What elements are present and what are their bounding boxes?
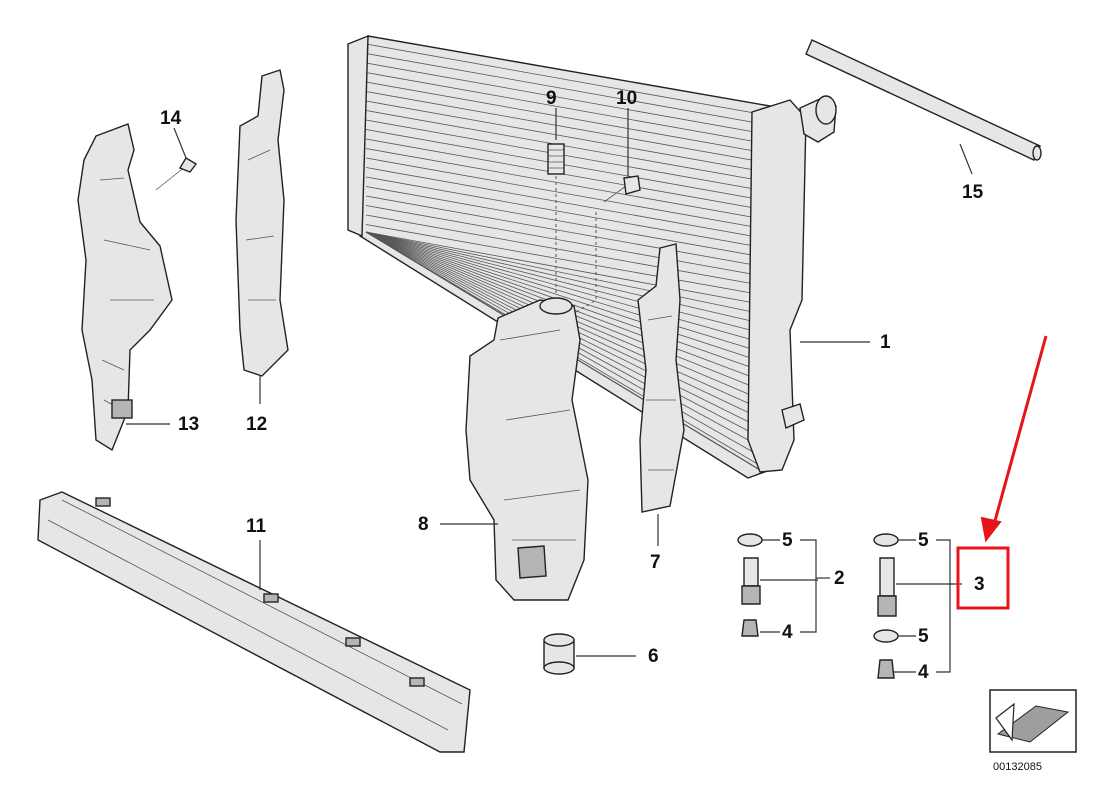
radiator-fin: [365, 231, 761, 352]
callout-5-group3-mid: 5: [918, 626, 929, 647]
radiator-fin: [365, 231, 761, 333]
callout-7: 7: [650, 552, 661, 573]
right-air-duct-part: [637, 243, 685, 513]
callout-10: 10: [616, 88, 637, 109]
leader-lines: [126, 108, 973, 673]
highlight-arrow-head: [980, 516, 1002, 543]
callout-1: 1: [880, 332, 891, 353]
radiator-fin: [365, 231, 761, 324]
callout-14: 14: [160, 108, 182, 129]
radiator-fin: [365, 72, 761, 143]
highlight-annotation: [956, 335, 1048, 610]
radiator-fin: [365, 53, 761, 124]
callout-5-group3-top: 5: [918, 530, 929, 551]
radiator-fin: [365, 231, 761, 362]
screw-part: [569, 175, 641, 317]
radiator-fin: [365, 43, 761, 115]
side-bracket-part: [77, 123, 173, 452]
highlight-box: [956, 546, 1010, 610]
arrow-icon: [995, 702, 1070, 743]
rubber-mount-part: [543, 633, 575, 675]
lower-support-part: [37, 491, 471, 753]
radiator-fins: [365, 43, 761, 471]
highlight-arrow-shaft: [991, 335, 1048, 529]
radiator-fin: [365, 148, 761, 219]
left-air-duct-part: [235, 69, 289, 377]
diagram-id-badge: 00132085: [989, 689, 1077, 773]
expansion-tank-part: [465, 297, 589, 601]
radiator-part: [347, 34, 837, 479]
radiator-fin: [365, 157, 761, 229]
callout-5-group2: 5: [782, 530, 793, 551]
radiator-fin: [365, 176, 761, 248]
callout-4-group2: 4: [782, 622, 793, 643]
radiator-fin: [365, 100, 761, 172]
hose-part: [805, 39, 1042, 161]
radiator-fin: [365, 214, 761, 286]
callout-13: 13: [178, 414, 199, 435]
radiator-fin: [365, 195, 761, 267]
callout-9: 9: [546, 88, 557, 109]
radiator-fin: [365, 231, 761, 305]
drain-plug-group-3: [873, 533, 899, 679]
callout-numbers: 9 10 14 15 1 13 12 11 8 7 6 5 2 4 5 3 5 …: [160, 88, 985, 683]
radiator-fin: [365, 231, 761, 314]
spring-pin-part: [547, 143, 565, 296]
radiator-fin: [365, 231, 761, 343]
radiator-fin: [365, 224, 761, 295]
callout-2: 2: [834, 568, 845, 589]
callout-3: 3: [974, 574, 985, 595]
callout-15: 15: [962, 182, 984, 203]
callout-12: 12: [246, 414, 267, 435]
callout-11: 11: [246, 516, 267, 537]
callout-6: 6: [648, 646, 659, 667]
radiator-fin: [365, 62, 761, 134]
drain-plug-group-2: [737, 533, 763, 637]
radiator-fin: [365, 81, 761, 153]
self-tapping-screw-part: [155, 157, 198, 191]
callout-4-group3: 4: [918, 662, 929, 683]
radiator-fin: [365, 167, 761, 238]
callout-8: 8: [418, 514, 429, 535]
radiator-fin: [365, 91, 761, 162]
diagram-id: 00132085: [993, 761, 1042, 773]
radiator-fin: [365, 205, 761, 276]
radiator-fin: [365, 186, 761, 257]
